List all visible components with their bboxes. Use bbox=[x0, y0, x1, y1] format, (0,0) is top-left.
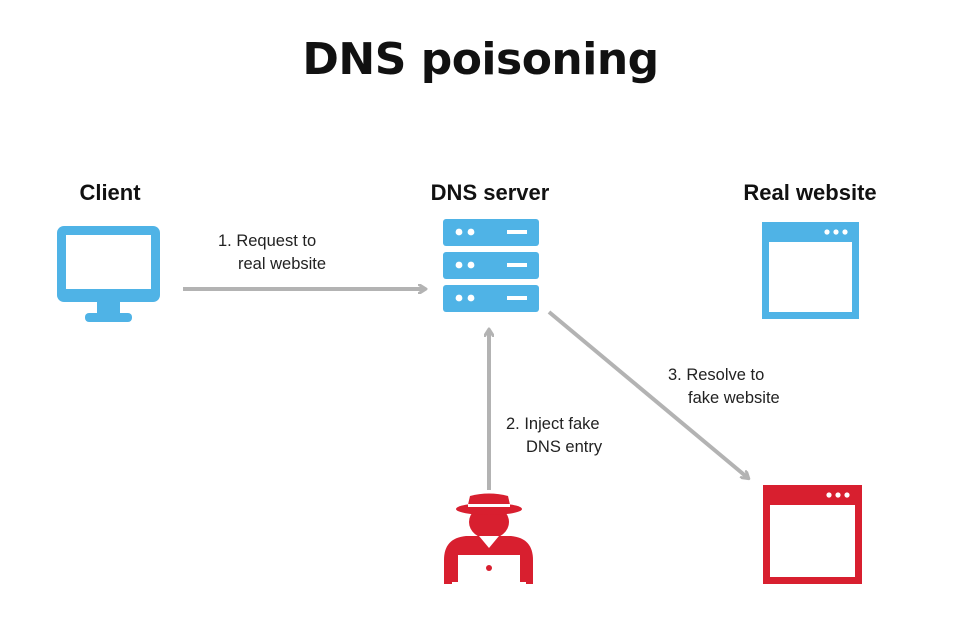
client-label: Client bbox=[79, 180, 141, 205]
step-3-label: 3. Resolve to fake website bbox=[668, 364, 780, 410]
server-rack-icon bbox=[443, 219, 539, 312]
step-3-line-2: fake website bbox=[688, 389, 780, 407]
diagram-title: DNS poisoning bbox=[302, 34, 659, 85]
step-1-label: 1. Request to real website bbox=[218, 230, 326, 276]
step-2-label: 2. Inject fake DNS entry bbox=[506, 413, 602, 459]
hacker-icon bbox=[444, 493, 533, 585]
dns-server-label: DNS server bbox=[430, 180, 550, 205]
monitor-icon bbox=[57, 226, 160, 322]
fake-website-window-icon bbox=[763, 485, 862, 584]
step-1-line-2: real website bbox=[238, 255, 327, 273]
step-2-line-1: 2. Inject fake bbox=[506, 415, 600, 433]
real-website-label: Real website bbox=[743, 180, 877, 205]
arrow-dns-to-fake-website bbox=[547, 310, 748, 478]
step-3-line-1: 3. Resolve to bbox=[668, 366, 765, 384]
real-website-window-icon bbox=[762, 222, 859, 319]
step-2-line-2: DNS entry bbox=[526, 438, 603, 456]
step-1-line-1: 1. Request to bbox=[218, 232, 317, 250]
